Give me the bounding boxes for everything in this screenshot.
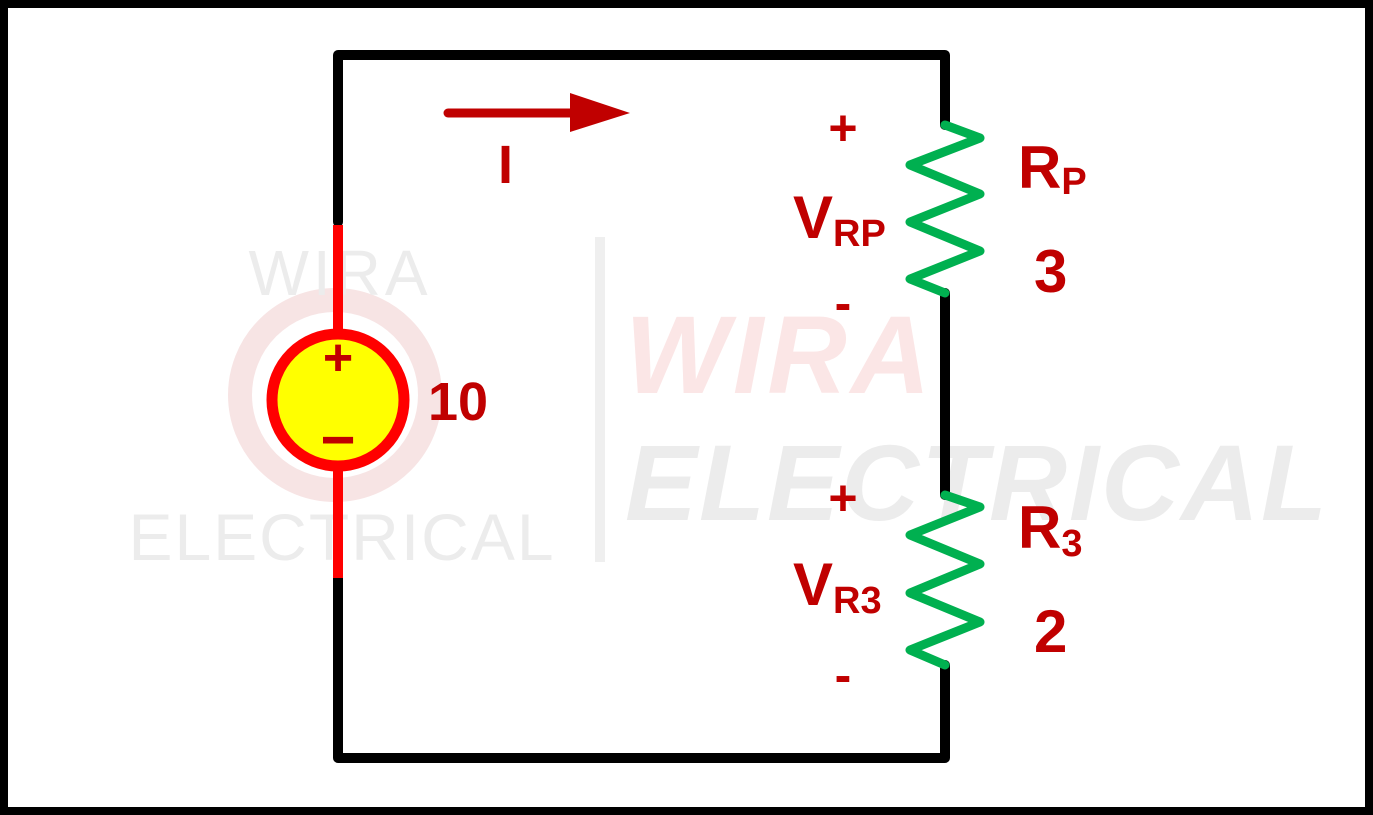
- watermark-big-top: WIRA: [625, 294, 934, 417]
- resistor-rp-minus: -: [835, 275, 852, 331]
- resistor-r3-zigzag: [905, 490, 985, 670]
- source-value: 10: [428, 372, 488, 432]
- resistor-r3-name: R3: [1018, 494, 1082, 565]
- resistor-rp: + - VRP RP 3: [793, 100, 1087, 331]
- current-arrow-head: [570, 93, 630, 132]
- source-circle: [266, 328, 410, 472]
- resistor-r3-voltage-label: VR3: [793, 551, 882, 622]
- resistor-rp-name: RP: [1018, 134, 1087, 203]
- wire-bottom: [333, 573, 950, 763]
- resistor-rp-voltage-main: V: [793, 184, 833, 251]
- voltage-source: + − 10: [266, 225, 488, 578]
- resistor-rp-zigzag: [905, 120, 985, 298]
- current-label: I: [498, 135, 513, 195]
- resistor-rp-name-main: R: [1018, 134, 1061, 201]
- resistor-rp-plus: +: [828, 100, 857, 156]
- resistor-r3-value: 2: [1034, 598, 1067, 665]
- current-indicator: I: [443, 93, 630, 195]
- watermark-big-bottom: ELECTRICAL: [625, 422, 1329, 543]
- source-minus-sign: −: [320, 406, 355, 473]
- resistor-r3-name-sub: 3: [1061, 523, 1082, 565]
- resistor-r3-plus: +: [828, 470, 857, 526]
- resistor-rp-name-sub: P: [1061, 161, 1086, 203]
- resistor-rp-value: 3: [1034, 238, 1067, 305]
- resistor-r3-voltage-main: V: [793, 551, 833, 618]
- resistor-rp-voltage-sub: RP: [833, 213, 886, 255]
- wire-left-top: [333, 50, 950, 227]
- resistor-r3-name-main: R: [1018, 494, 1061, 561]
- source-plus-sign: +: [323, 329, 353, 387]
- resistor-rp-voltage-label: VRP: [793, 184, 886, 255]
- resistor-r3-minus: -: [835, 647, 852, 703]
- resistor-r3-voltage-sub: R3: [833, 580, 882, 622]
- watermark-divider: [595, 237, 605, 562]
- resistor-r3: + - VR3 R3 2: [793, 470, 1082, 703]
